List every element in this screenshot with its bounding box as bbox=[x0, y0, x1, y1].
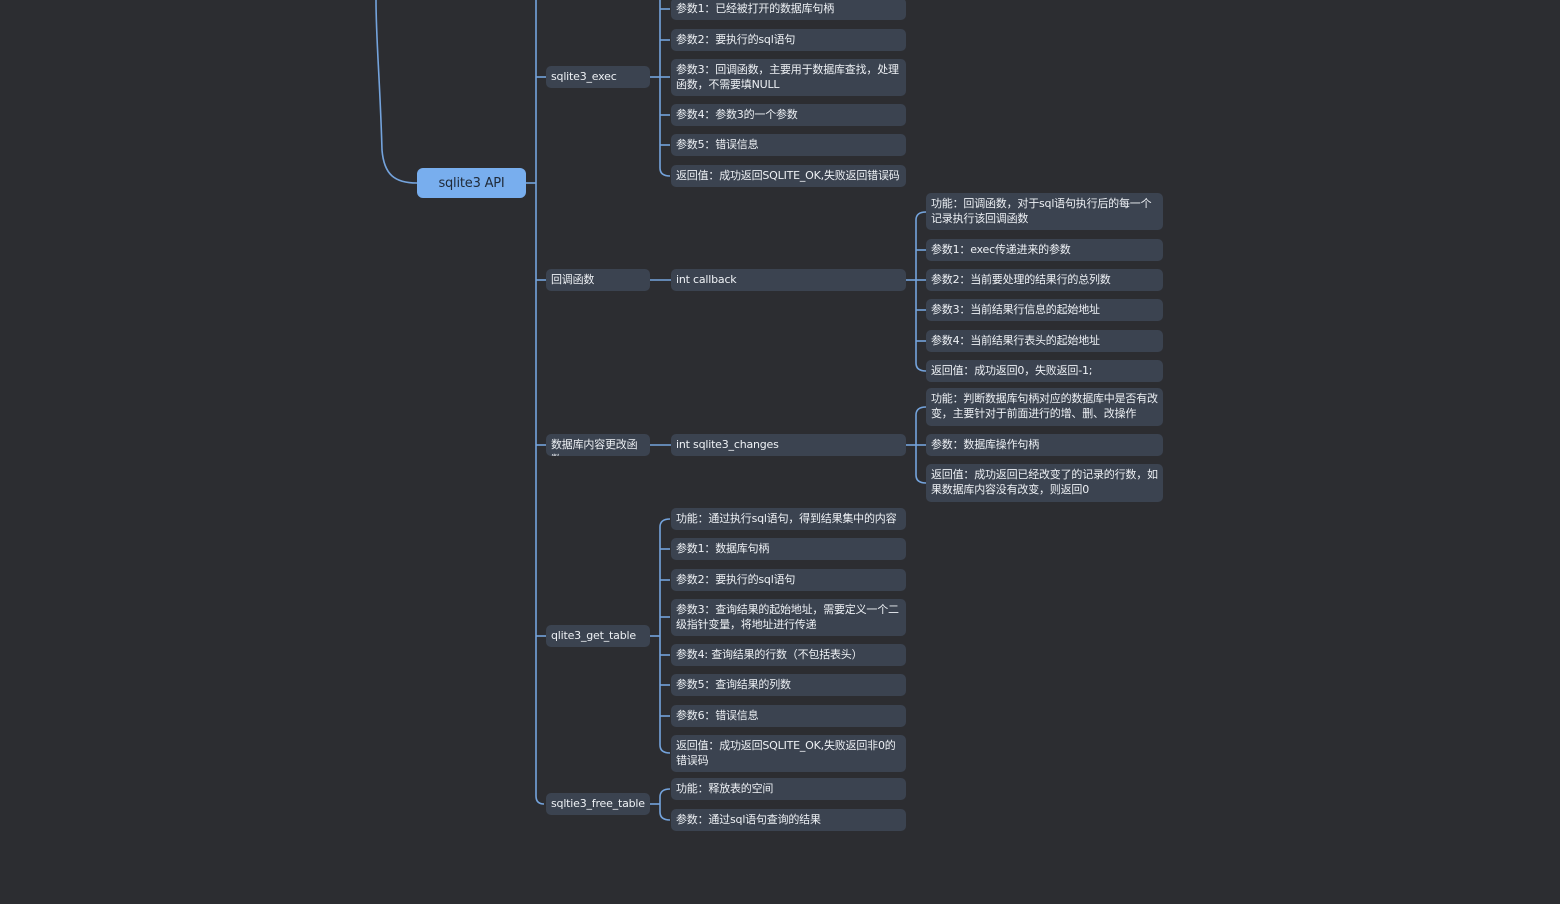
callback-param-3[interactable]: 参数3：当前结果行信息的起始地址 bbox=[926, 299, 1163, 321]
callback-mid[interactable]: int callback bbox=[671, 269, 906, 291]
free-table-func[interactable]: 功能：释放表的空间 bbox=[671, 778, 906, 800]
node-text: 参数4: 查询结果的行数（不包括表头） bbox=[676, 648, 863, 661]
node-text: 功能：通过执行sql语句，得到结果集中的内容 bbox=[676, 512, 897, 525]
get-table-param-4[interactable]: 参数4: 查询结果的行数（不包括表头） bbox=[671, 644, 906, 666]
node-text: int sqlite3_changes bbox=[676, 438, 779, 451]
exec-return[interactable]: 返回值：成功返回SQLITE_OK,失败返回错误码 bbox=[671, 165, 906, 187]
root-node[interactable]: sqlite3 API bbox=[417, 168, 526, 198]
callback-param-1[interactable]: 参数1：exec传递进来的参数 bbox=[926, 239, 1163, 261]
branch-sqlite3-exec[interactable]: sqlite3_exec bbox=[546, 66, 650, 88]
node-text: 返回值：成功返回已经改变了的记录的行数，如果数据库内容没有改变，则返回0 bbox=[931, 468, 1158, 496]
node-text: 返回值：成功返回SQLITE_OK,失败返回非0的错误码 bbox=[676, 739, 896, 767]
node-text: 功能：释放表的空间 bbox=[676, 782, 774, 795]
node-text: int callback bbox=[676, 273, 737, 286]
changes-func[interactable]: 功能：判断数据库句柄对应的数据库中是否有改变，主要针对于前面进行的增、删、改操作 bbox=[926, 388, 1163, 426]
callback-func[interactable]: 功能：回调函数，对于sql语句执行后的每一个记录执行该回调函数 bbox=[926, 193, 1163, 230]
callback-param-4[interactable]: 参数4：当前结果行表头的起始地址 bbox=[926, 330, 1163, 352]
get-table-param-2[interactable]: 参数2：要执行的sql语句 bbox=[671, 569, 906, 591]
changes-mid[interactable]: int sqlite3_changes bbox=[671, 434, 906, 456]
root-label: sqlite3 API bbox=[438, 175, 505, 191]
node-text: 参数3：回调函数，主要用于数据库查找，处理函数，不需要填NULL bbox=[676, 63, 899, 91]
node-text: 参数2：要执行的sql语句 bbox=[676, 33, 796, 46]
node-text: 参数4：参数3的一个参数 bbox=[676, 108, 798, 121]
get-table-param-1[interactable]: 参数1：数据库句柄 bbox=[671, 538, 906, 560]
branch-label: 数据库内容更改函数 bbox=[551, 438, 638, 456]
exec-param-1[interactable]: 参数1：已经被打开的数据库句柄 bbox=[671, 0, 906, 20]
branch-changes[interactable]: 数据库内容更改函数 bbox=[546, 434, 650, 456]
get-table-param-5[interactable]: 参数5：查询结果的列数 bbox=[671, 674, 906, 696]
node-text: 功能：回调函数，对于sql语句执行后的每一个记录执行该回调函数 bbox=[931, 197, 1152, 225]
get-table-func[interactable]: 功能：通过执行sql语句，得到结果集中的内容 bbox=[671, 508, 906, 530]
node-text: 参数5：查询结果的列数 bbox=[676, 678, 791, 691]
callback-return[interactable]: 返回值：成功返回0，失败返回-1; bbox=[926, 360, 1163, 382]
node-text: 参数5：错误信息 bbox=[676, 138, 759, 151]
branch-label: qlite3_get_table bbox=[551, 629, 636, 642]
branch-label: sqltie3_free_table bbox=[551, 797, 645, 810]
node-text: 返回值：成功返回0，失败返回-1; bbox=[931, 364, 1093, 377]
node-text: 参数3：当前结果行信息的起始地址 bbox=[931, 303, 1100, 316]
exec-param-4[interactable]: 参数4：参数3的一个参数 bbox=[671, 104, 906, 126]
exec-param-2[interactable]: 参数2：要执行的sql语句 bbox=[671, 29, 906, 51]
node-text: 参数1：数据库句柄 bbox=[676, 542, 770, 555]
node-text: 参数：数据库操作句柄 bbox=[931, 438, 1039, 451]
get-table-return[interactable]: 返回值：成功返回SQLITE_OK,失败返回非0的错误码 bbox=[671, 735, 906, 772]
changes-param[interactable]: 参数：数据库操作句柄 bbox=[926, 434, 1163, 456]
callback-param-2[interactable]: 参数2：当前要处理的结果行的总列数 bbox=[926, 269, 1163, 291]
branch-callback[interactable]: 回调函数 bbox=[546, 269, 650, 291]
changes-return[interactable]: 返回值：成功返回已经改变了的记录的行数，如果数据库内容没有改变，则返回0 bbox=[926, 464, 1163, 502]
branch-get-table[interactable]: qlite3_get_table bbox=[546, 625, 650, 647]
branch-label: 回调函数 bbox=[551, 273, 595, 286]
exec-param-5[interactable]: 参数5：错误信息 bbox=[671, 134, 906, 156]
branch-label: sqlite3_exec bbox=[551, 70, 617, 83]
node-text: 参数2：当前要处理的结果行的总列数 bbox=[931, 273, 1111, 286]
branch-free-table[interactable]: sqltie3_free_table bbox=[546, 793, 650, 815]
node-text: 返回值：成功返回SQLITE_OK,失败返回错误码 bbox=[676, 169, 900, 182]
get-table-param-3[interactable]: 参数3：查询结果的起始地址，需要定义一个二级指针变量，将地址进行传递 bbox=[671, 599, 906, 636]
exec-param-3[interactable]: 参数3：回调函数，主要用于数据库查找，处理函数，不需要填NULL bbox=[671, 59, 906, 96]
node-text: 参数6：错误信息 bbox=[676, 709, 759, 722]
node-text: 参数4：当前结果行表头的起始地址 bbox=[931, 334, 1100, 347]
free-table-param[interactable]: 参数：通过sql语句查询的结果 bbox=[671, 809, 906, 831]
node-text: 参数：通过sql语句查询的结果 bbox=[676, 813, 821, 826]
node-text: 参数1：已经被打开的数据库句柄 bbox=[676, 2, 834, 15]
node-text: 参数2：要执行的sql语句 bbox=[676, 573, 796, 586]
node-text: 功能：判断数据库句柄对应的数据库中是否有改变，主要针对于前面进行的增、删、改操作 bbox=[931, 392, 1158, 420]
node-text: 参数1：exec传递进来的参数 bbox=[931, 243, 1071, 256]
get-table-param-6[interactable]: 参数6：错误信息 bbox=[671, 705, 906, 727]
node-text: 参数3：查询结果的起始地址，需要定义一个二级指针变量，将地址进行传递 bbox=[676, 603, 899, 631]
